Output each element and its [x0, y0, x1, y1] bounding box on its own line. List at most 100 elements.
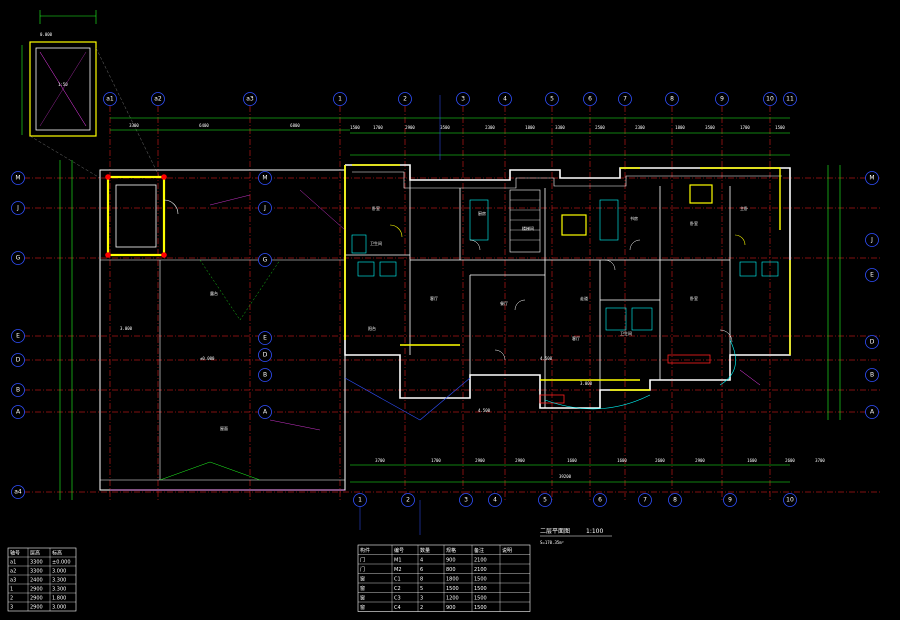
table-cell: 2100 — [474, 557, 487, 563]
tower-room — [105, 174, 179, 258]
axis-label: 11 — [786, 96, 794, 103]
axis-bubble-inner: E — [258, 331, 272, 345]
table-cell: 3.000 — [52, 569, 66, 575]
table-cell: 1500 — [474, 595, 487, 601]
table-cell: C1 — [394, 576, 401, 582]
top-dimension: 6400 — [199, 123, 209, 128]
level-label: 3.000 — [580, 381, 593, 386]
top-dimension: 3300 — [129, 123, 139, 128]
table-header: 层高 — [30, 550, 40, 557]
axis-label: J — [263, 205, 266, 212]
total-dimension: 39200 — [559, 474, 572, 479]
axis-label: 6 — [598, 497, 602, 504]
axis-bubble-top: 2 — [398, 92, 412, 106]
inset-level-label: 0.000 — [40, 32, 53, 37]
axis-label: A — [870, 409, 875, 416]
top-dimension: 1700 — [373, 125, 383, 130]
room-label: 餐厅 — [500, 300, 508, 306]
axis-bubble-left: G — [11, 251, 25, 265]
axis-label: D — [16, 357, 21, 364]
top-dimension: 3500 — [705, 125, 715, 130]
axis-bubble-bottom: 9 — [723, 493, 737, 507]
axis-label: E — [263, 335, 267, 342]
top-dimension: 1500 — [775, 125, 785, 130]
table-header: 构件 — [360, 547, 370, 554]
axis-label: a2 — [154, 96, 162, 103]
axis-bubble-left: B — [11, 383, 25, 397]
axis-bubble-bottom: 2 — [401, 493, 415, 507]
axis-bubble-top: 7 — [618, 92, 632, 106]
axis-bubble-right: E — [865, 268, 879, 282]
top-dimension: 6800 — [290, 123, 300, 128]
table-cell: 2900 — [30, 596, 43, 602]
room-label: 走道 — [580, 295, 588, 301]
axis-bubble-top: a3 — [243, 92, 257, 106]
axis-label: 6 — [588, 96, 592, 103]
axis-label: A — [16, 409, 21, 416]
table-cell: 900 — [446, 605, 456, 611]
axis-label: 4 — [493, 497, 497, 504]
table-cell: 3300 — [30, 560, 43, 566]
top-dimension: 1700 — [740, 125, 750, 130]
room-label: 屋面 — [220, 425, 228, 431]
table-cell: 窗 — [360, 575, 365, 582]
inset-detail: 0.000 1:50 — [21, 10, 161, 179]
table-cell: 3.300 — [52, 578, 66, 584]
axis-label: D — [870, 339, 875, 346]
axis-bubble-left: J — [11, 201, 25, 215]
axis-label: J — [870, 237, 873, 244]
axis-label: 5 — [550, 96, 554, 103]
axis-bubble-right: J — [865, 233, 879, 247]
axis-label: J — [16, 205, 19, 212]
axis-bubble-bottom: 1 — [353, 493, 367, 507]
axis-label: G — [263, 257, 268, 264]
annotation-leaders — [209, 95, 761, 535]
axis-label: 2 — [406, 497, 410, 504]
table-cell: C3 — [394, 595, 401, 601]
table-cell: 1 — [10, 587, 13, 593]
axis-bubble-top: 10 — [763, 92, 777, 106]
inset-scale-label: 1:50 — [58, 82, 68, 87]
axis-label: M — [15, 175, 20, 182]
room-label: 卧室 — [690, 295, 698, 301]
drawing-scale: 1:100 — [586, 528, 603, 535]
top-dimension: 1500 — [350, 125, 360, 130]
axis-bubble-right: B — [865, 368, 879, 382]
room-label: 书房 — [630, 215, 638, 221]
bottom-dimension: 1600 — [617, 458, 627, 463]
drawing-title: 二层平面图 — [540, 528, 570, 535]
table-cell: 2400 — [30, 578, 43, 584]
axis-label: B — [16, 387, 20, 394]
axis-bubble-top: 6 — [583, 92, 597, 106]
axis-bubble-top: a1 — [103, 92, 117, 106]
axis-label: A — [263, 409, 268, 416]
axis-bubble-bottom: 7 — [638, 493, 652, 507]
axis-bubble-bottom: 4 — [488, 493, 502, 507]
axis-label: D — [263, 352, 268, 359]
table-cell: 1500 — [474, 576, 487, 582]
axis-bubble-bottom: 8 — [668, 493, 682, 507]
drawing-title-block: 二层平面图 1:100 S=170.35m² — [540, 528, 612, 545]
room-label: 卧室 — [372, 205, 380, 211]
table-header: 编号 — [394, 547, 404, 554]
axis-label: 3 — [464, 497, 468, 504]
axis-bubble-bottom: 10 — [783, 493, 797, 507]
level-label: ±0.000 — [200, 356, 215, 361]
axis-label: 8 — [670, 96, 674, 103]
table-cell: 900 — [446, 557, 456, 563]
axis-label: M — [262, 175, 267, 182]
table-cell: 1500 — [446, 586, 459, 592]
axis-label: 2 — [403, 96, 407, 103]
axis-bubble-top: 5 — [545, 92, 559, 106]
room-label: 卫生间 — [370, 240, 382, 246]
table-cell: a1 — [10, 560, 16, 566]
table-cell: C4 — [394, 605, 401, 611]
axis-bubble-top: 9 — [715, 92, 729, 106]
table-cell: 2 — [10, 596, 13, 602]
